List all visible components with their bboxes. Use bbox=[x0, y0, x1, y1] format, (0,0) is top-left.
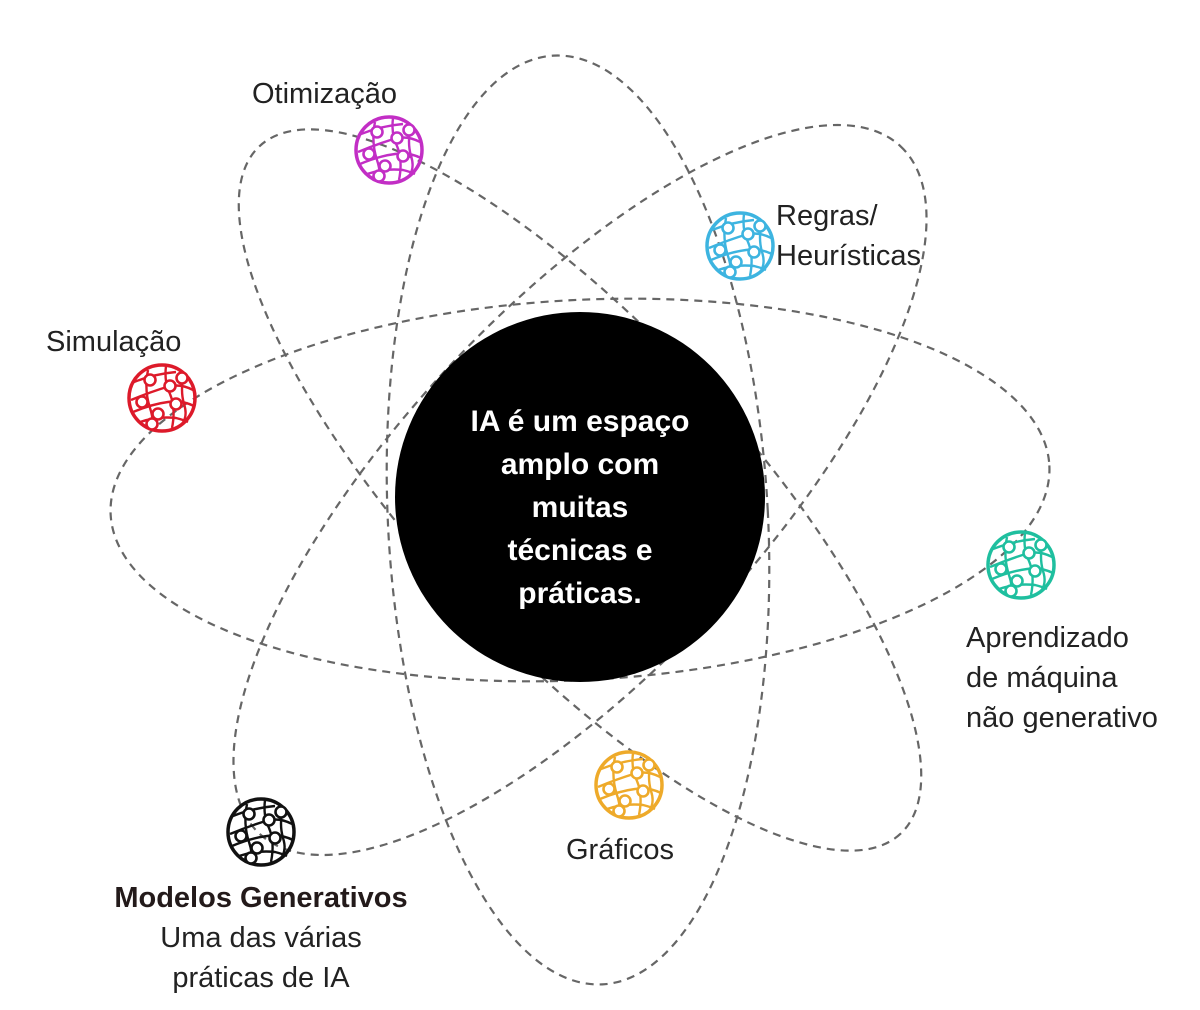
label-simulacao: Simulação bbox=[46, 326, 182, 358]
label-otimizacao: Otimização bbox=[252, 78, 398, 110]
center-line: amplo com bbox=[500, 448, 660, 481]
center-line: práticas. bbox=[518, 577, 642, 610]
label-line: práticas de IA bbox=[172, 962, 350, 994]
center-line: técnicas e bbox=[507, 534, 653, 567]
label-generativos: Modelos Generativos Uma das várias práti… bbox=[96, 878, 426, 998]
label-aprendizado: Aprendizado de máquina não generativo bbox=[966, 618, 1158, 738]
label-line: Aprendizado bbox=[966, 622, 1129, 654]
label-line: Uma das várias bbox=[160, 922, 362, 954]
label-graficos: Gráficos bbox=[566, 834, 674, 866]
label-line: não generativo bbox=[966, 702, 1158, 734]
orbit-vertical bbox=[385, 54, 771, 986]
network-globe-icon bbox=[226, 797, 296, 867]
label-line: Heurísticas bbox=[776, 240, 922, 272]
center-circle bbox=[395, 312, 765, 682]
orbit-horizontal bbox=[109, 297, 1051, 683]
label-line: de máquina bbox=[966, 662, 1118, 694]
label-regras: Regras/ Heurísticas bbox=[776, 196, 921, 276]
network-globe-icon bbox=[354, 115, 424, 185]
network-globe-icon bbox=[705, 211, 775, 281]
label-title: Modelos Generativos bbox=[114, 882, 408, 914]
center-label: IA é um espaço amplo com muitas técnicas… bbox=[400, 400, 760, 615]
network-globe-icon bbox=[986, 530, 1056, 600]
center-line: muitas bbox=[531, 491, 629, 524]
center-line: IA é um espaço bbox=[470, 405, 690, 438]
network-globe-icon bbox=[594, 750, 664, 820]
label-line: Regras/ bbox=[776, 200, 878, 232]
network-globe-icon bbox=[127, 363, 197, 433]
